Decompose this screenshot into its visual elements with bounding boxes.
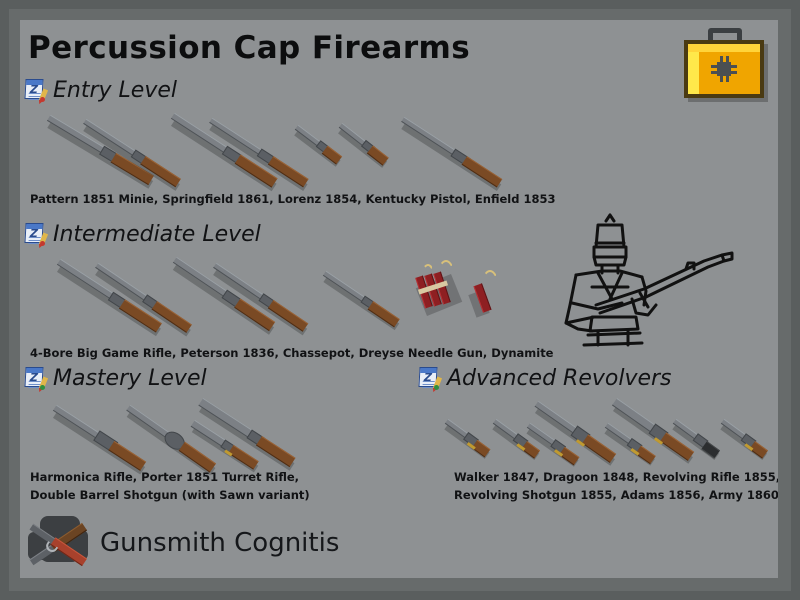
note-pencil-icon: Z xyxy=(24,78,49,102)
crossed-guns-logo xyxy=(22,510,94,576)
note-pencil-icon: Z xyxy=(418,366,443,390)
section-title-advanced-revolvers: Advanced Revolvers xyxy=(447,365,672,391)
toolbox-highlight xyxy=(688,44,699,94)
caption-advanced-revolvers-line1: Walker 1847, Dragoon 1848, Revolving Rif… xyxy=(454,470,778,484)
section-title-entry-level: Entry Level xyxy=(53,77,177,103)
rifle-sprite xyxy=(321,269,401,331)
weapon-row-intermediate-level xyxy=(24,250,584,342)
section-header-intermediate-level: Z Intermediate Level xyxy=(24,220,584,248)
caption-intermediate-level: 4-Bore Big Game Rifle, Peterson 1836, Ch… xyxy=(30,346,554,360)
content-canvas: Percussion Cap Firearms xyxy=(20,20,778,578)
toolbox-badge[interactable] xyxy=(680,28,768,102)
dynamite-bundle-sprite xyxy=(415,260,476,317)
caption-entry-level: Pattern 1851 Minie, Springfield 1861, Lo… xyxy=(30,192,556,206)
chip-icon xyxy=(711,56,737,82)
pistol-sprite xyxy=(336,121,389,168)
note-pencil-icon: Z xyxy=(24,366,49,390)
army-revolver-sprite xyxy=(718,417,769,460)
caption-mastery-level-line2: Double Barrel Shotgun (with Sawn variant… xyxy=(30,488,310,502)
rifle-sprite xyxy=(398,115,503,192)
section-advanced-revolvers: Z Advanced Revolvers xyxy=(418,364,778,504)
section-title-mastery-level: Mastery Level xyxy=(53,365,207,391)
toolbox-body-icon xyxy=(684,40,764,98)
section-header-advanced-revolvers: Z Advanced Revolvers xyxy=(418,364,774,392)
soldier-with-rifle-illustration xyxy=(564,213,734,347)
footer-brand: Gunsmith Cognitis xyxy=(22,510,339,576)
footer-title: Gunsmith Cognitis xyxy=(100,528,340,558)
revolver-sprite xyxy=(442,417,491,459)
section-header-mastery-level: Z Mastery Level xyxy=(24,364,424,392)
pistol-sprite xyxy=(292,123,343,167)
toolbox-handle-icon xyxy=(708,28,742,41)
weapon-row-advanced-revolvers xyxy=(418,394,774,468)
caption-advanced-revolvers-line2: Revolving Shotgun 1855, Adams 1856, Army… xyxy=(454,488,778,502)
page-title: Percussion Cap Firearms xyxy=(28,30,471,66)
weapon-row-entry-level xyxy=(24,106,624,192)
section-header-entry-level: Z Entry Level xyxy=(24,76,624,104)
caption-mastery-level-line1: Harmonica Rifle, Porter 1851 Turret Rifl… xyxy=(30,470,300,484)
toolbox-top-highlight xyxy=(688,44,760,52)
section-intermediate-level: Z Intermediate Level xyxy=(24,220,584,362)
weapon-row-mastery-level xyxy=(24,394,424,476)
note-pencil-icon: Z xyxy=(24,222,49,246)
section-entry-level: Z Entry Level xyxy=(24,76,624,208)
section-mastery-level: Z Mastery Level xyxy=(24,364,424,504)
section-title-intermediate-level: Intermediate Level xyxy=(53,221,261,247)
dynamite-stick-sprite xyxy=(468,270,516,318)
